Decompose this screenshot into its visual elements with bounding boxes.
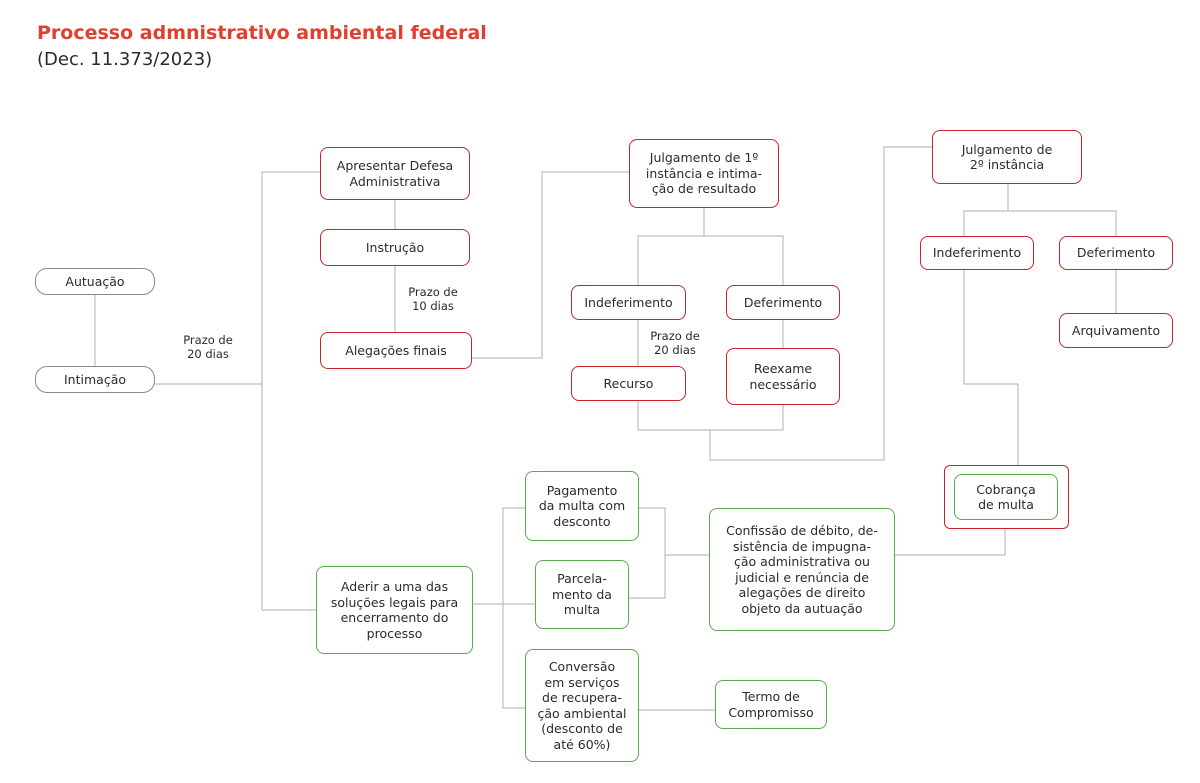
prazo-20-dias-note: Prazo de 20 dias (183, 333, 233, 361)
apresentar-defesa-node: Apresentar Defesa Administrativa (320, 147, 470, 200)
deferimento-2-node: Deferimento (1059, 236, 1173, 270)
autuacao-node: Autuação (35, 268, 155, 295)
reexame-necessario-node: Reexame necessário (726, 348, 840, 405)
arquivamento-node: Arquivamento (1059, 313, 1173, 348)
cobranca-node: Cobrança de multa (954, 474, 1058, 520)
recurso-node: Recurso (571, 366, 686, 401)
conversao-node: Conversão em serviços de recupera- ção a… (525, 649, 639, 762)
diagram-title: Processo admnistrativo ambiental federal (37, 22, 487, 44)
termo-compromisso-node: Termo de Compromisso (715, 680, 827, 729)
connector-indeferimento2-cobranca (963, 270, 1019, 465)
prazo-10-dias-note: Prazo de 10 dias (408, 285, 458, 313)
julgamento-1-node: Julgamento de 1º instância e intima- ção… (629, 139, 779, 208)
connector-options-join (628, 507, 709, 599)
connector-aderir-options (472, 507, 535, 709)
parcelamento-node: Parcela- mento da multa (535, 560, 629, 629)
instrucao-node: Instrução (320, 229, 470, 266)
connector-alegacoes-julgamento1 (472, 171, 629, 359)
alegacoes-finais-node: Alegações finais (320, 332, 472, 369)
julgamento-2-node: Julgamento de 2º instância (932, 130, 1082, 184)
connector-confissao-cobranca (894, 528, 1006, 556)
diagram-subtitle: (Dec. 11.373/2023) (37, 49, 213, 70)
confissao-node: Confissão de débito, de- sistência de im… (709, 508, 895, 631)
pagamento-node: Pagamento da multa com desconto (525, 471, 639, 541)
prazo-20-dias-recurso-note: Prazo de 20 dias (650, 329, 700, 357)
indeferimento-2-node: Indeferimento (920, 236, 1034, 270)
aderir-node: Aderir a uma das soluções legais para en… (316, 566, 473, 654)
deferimento-1-node: Deferimento (726, 285, 840, 320)
indeferimento-1-node: Indeferimento (571, 285, 686, 320)
connector-branch-join (709, 146, 932, 461)
intimacao-node: Intimação (35, 366, 155, 393)
connector-julgamento1-branch (637, 208, 784, 431)
connector-julgamento2-branch (963, 184, 1117, 236)
